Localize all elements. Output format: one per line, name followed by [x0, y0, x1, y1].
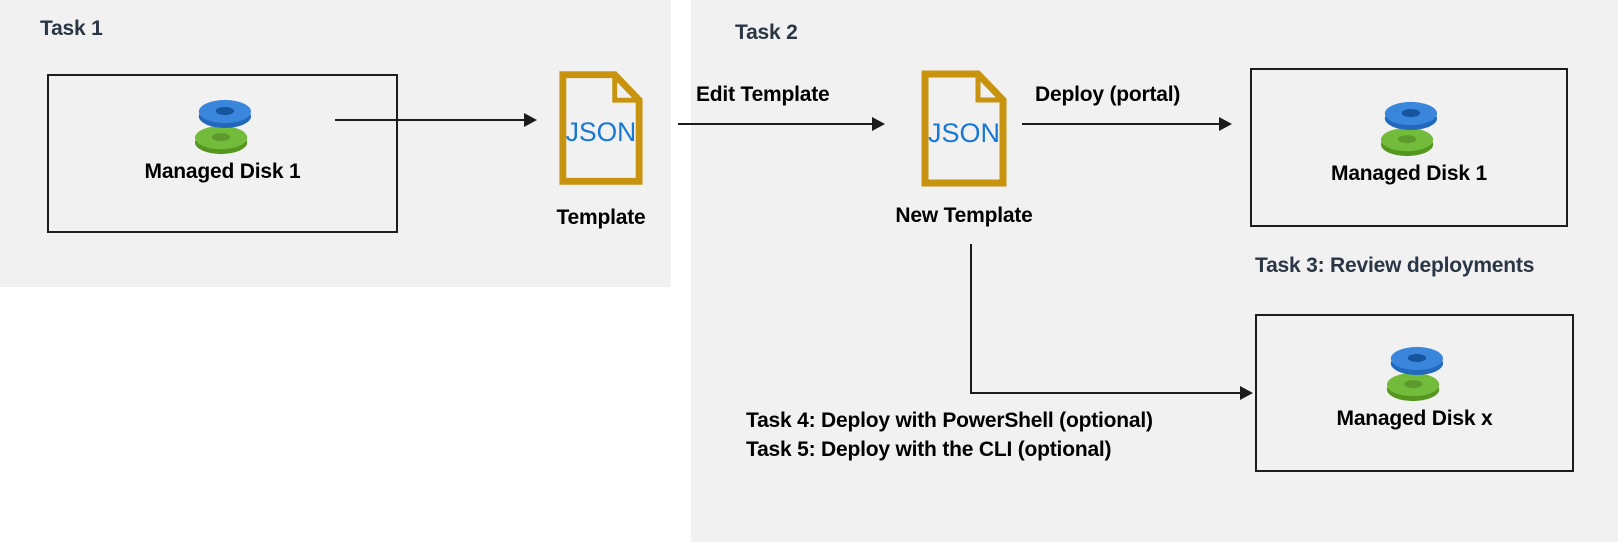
new-template-caption: New Template [895, 204, 1033, 227]
task5-caption: Task 5: Deploy with the CLI (optional) [746, 438, 1112, 461]
managed-disk-1-source-label: Managed Disk 1 [144, 160, 301, 183]
deploy-portal-arrow-line [1022, 123, 1220, 125]
task1-panel [0, 0, 671, 287]
export-arrow-line [335, 119, 525, 121]
edit-template-arrow-line [678, 123, 873, 125]
managed-disk-icon [1380, 101, 1438, 157]
deploy-portal-arrow-head [1219, 117, 1232, 131]
json-file-text: JSON [928, 118, 1000, 148]
deploy-cli-arrow-line [970, 392, 1240, 394]
task2-heading: Task 2 [735, 21, 798, 44]
managed-disk-x-box: Managed Disk x [1255, 314, 1574, 472]
deploy-cli-arrow-head [1240, 386, 1253, 400]
managed-disk-1-deployed-label: Managed Disk 1 [1331, 162, 1487, 185]
managed-disk-icon [194, 99, 251, 155]
deploy-cli-arrow-vertical [970, 244, 972, 393]
managed-disk-icon [1386, 346, 1443, 402]
managed-disk-1-source-box: Managed Disk 1 [47, 74, 398, 233]
task3-caption: Task 3: Review deployments [1255, 254, 1535, 277]
task4-caption: Task 4: Deploy with PowerShell (optional… [746, 409, 1153, 432]
task1-heading: Task 1 [40, 17, 103, 40]
managed-disk-x-label: Managed Disk x [1336, 407, 1493, 430]
task2-panel [691, 0, 1618, 542]
json-file-icon-template: JSON [559, 71, 643, 185]
task45-caption: Task 4: Deploy with PowerShell (optional… [746, 406, 1153, 464]
json-file-icon-new-template: JSON [921, 70, 1007, 187]
template-caption: Template [556, 206, 646, 229]
managed-disk-1-deployed-box: Managed Disk 1 [1250, 68, 1568, 227]
edit-template-label: Edit Template [696, 83, 830, 106]
export-arrow-head [524, 113, 537, 127]
edit-template-arrow-head [872, 117, 885, 131]
deploy-portal-label: Deploy (portal) [1035, 83, 1181, 106]
json-file-text: JSON [566, 117, 636, 147]
